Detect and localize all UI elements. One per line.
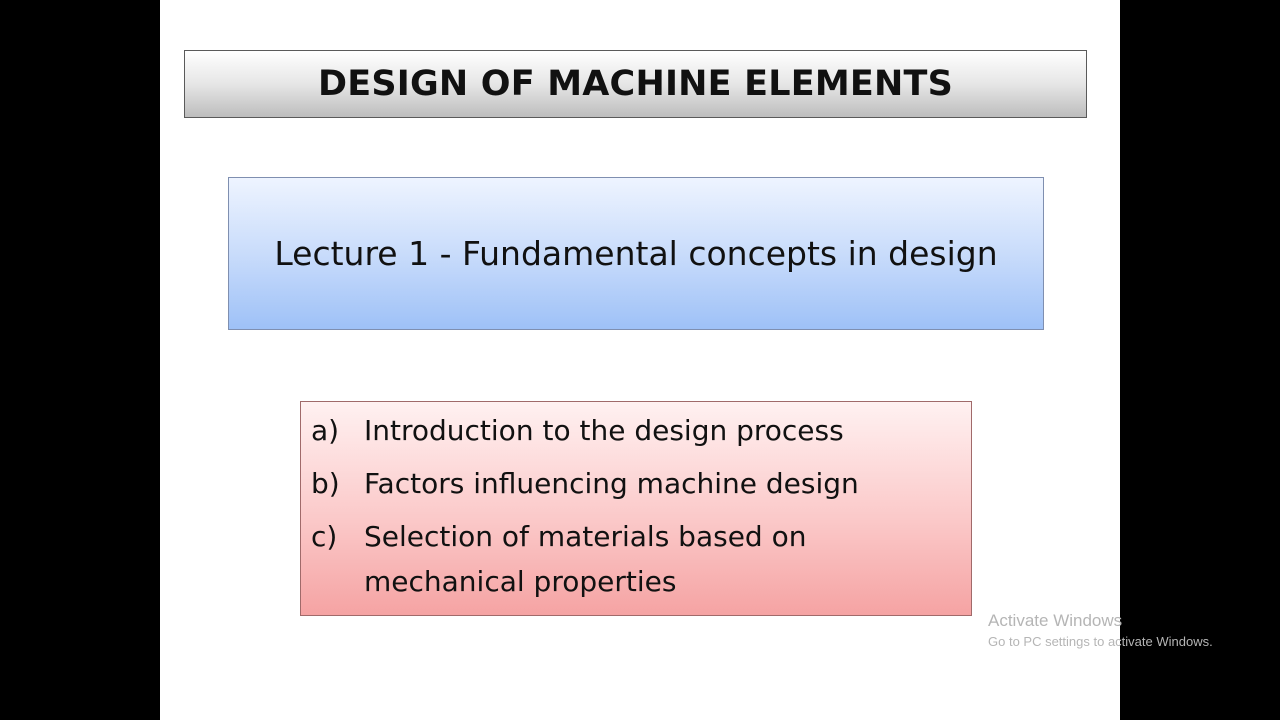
list-item-text: Selection of materials based on mechanic… bbox=[364, 520, 807, 598]
list-item-marker: a) bbox=[311, 414, 340, 447]
list-item: a) Introduction to the design process bbox=[311, 408, 961, 453]
slide-title-bar: DESIGN OF MACHINE ELEMENTS bbox=[184, 50, 1087, 118]
presentation-slide: DESIGN OF MACHINE ELEMENTS Lecture 1 - F… bbox=[160, 0, 1120, 720]
list-item-text: Factors influencing machine design bbox=[364, 467, 859, 500]
lecture-heading: Lecture 1 - Fundamental concepts in desi… bbox=[274, 234, 998, 273]
activation-watermark: Activate Windows Go to PC settings to ac… bbox=[988, 610, 1213, 652]
list-item: b) Factors influencing machine design bbox=[311, 461, 961, 506]
list-item-text: Introduction to the design process bbox=[364, 414, 844, 447]
watermark-subtitle: Go to PC settings to activate Windows. bbox=[988, 634, 1213, 649]
lecture-heading-box: Lecture 1 - Fundamental concepts in desi… bbox=[228, 177, 1044, 330]
list-item-marker: c) bbox=[311, 520, 338, 553]
topics-list: a) Introduction to the design process b)… bbox=[300, 401, 972, 616]
slide-title: DESIGN OF MACHINE ELEMENTS bbox=[318, 64, 953, 104]
watermark-title: Activate Windows bbox=[988, 611, 1123, 630]
list-item-marker: b) bbox=[311, 467, 340, 500]
list-item: c) Selection of materials based on mecha… bbox=[311, 514, 961, 604]
